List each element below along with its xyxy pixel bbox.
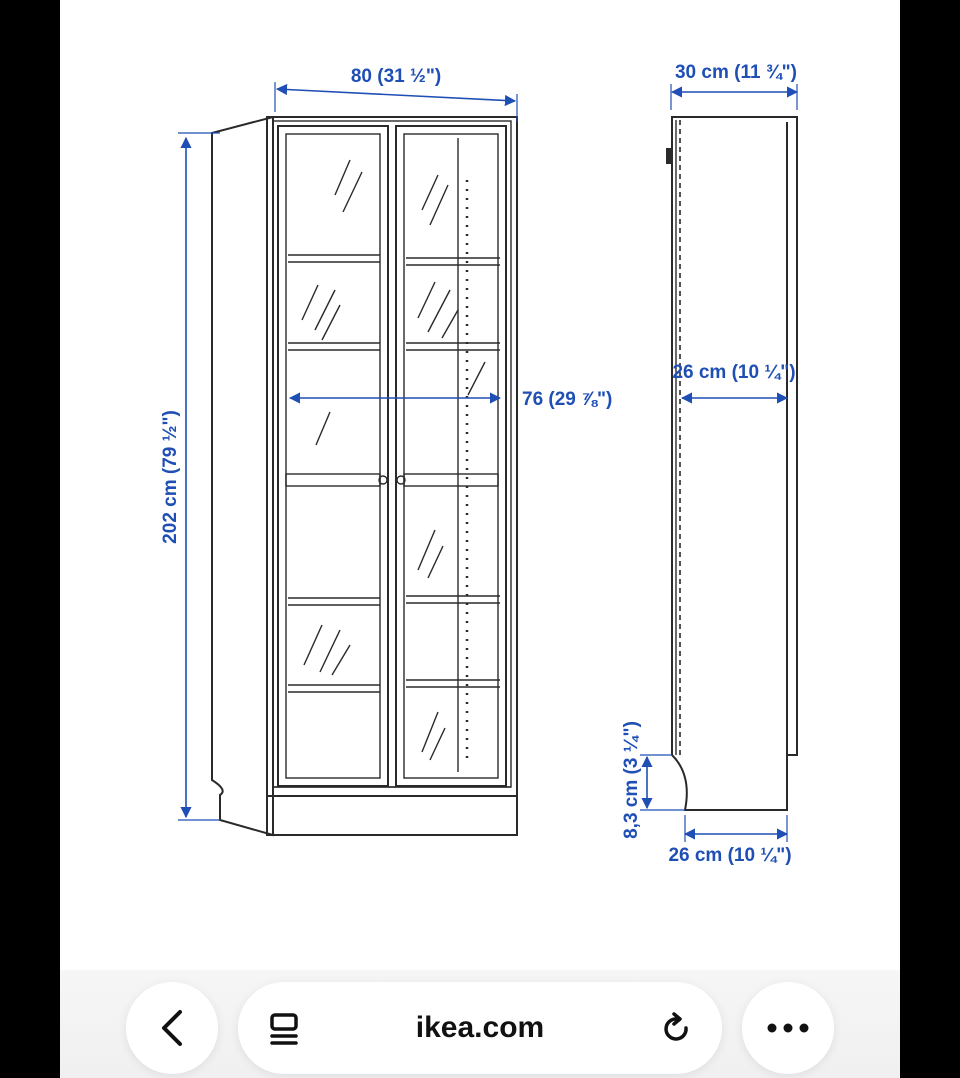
side-depth-middle-dimension: 26 cm (10 ¼") [672,362,796,404]
front-width-label: 80 (31 ½") [351,66,441,87]
front-width-dimension: 80 (31 ½") [274,66,518,122]
address-text[interactable]: ikea.com [415,1011,545,1044]
chevron-left-icon [162,1010,182,1046]
more-button[interactable] [742,982,834,1074]
product-dimension-diagram: 80 (31 ½") 202 cm (79 ½") 76 (29 ⅞") 30 … [160,62,799,866]
address-bar[interactable]: ikea.com [238,982,722,1074]
browser-toolbar: ikea.com [60,970,900,1078]
more-dots-icon [767,1023,809,1033]
back-button[interactable] [126,982,218,1074]
front-view-cabinet [211,115,518,837]
front-height-label: 202 cm (79 ½") [160,410,181,544]
side-depth-bottom-label: 26 cm (10 ¼") [668,845,791,866]
front-height-dimension: 202 cm (79 ½") [160,132,220,821]
side-depth-top-dimension: 30 cm (11 ¾") [670,62,799,110]
reload-icon[interactable] [660,1012,694,1046]
side-depth-top-label: 30 cm (11 ¾") [675,62,797,83]
screenshot-page: 80 (31 ½") 202 cm (79 ½") 76 (29 ⅞") 30 … [60,0,900,1078]
side-depth-bottom-dimension: 26 cm (10 ¼") [668,815,792,866]
plinth-height-label: 8,3 cm (3 ¼") [621,721,642,839]
reader-mode-icon[interactable] [268,1012,302,1046]
side-depth-middle-label: 26 cm (10 ¼") [672,362,795,383]
plinth-height-dimension: 8,3 cm (3 ¼") [621,721,685,839]
inner-width-dimension: 76 (29 ⅞") [288,389,612,410]
inner-width-label: 76 (29 ⅞") [522,389,612,410]
side-view-cabinet [666,116,798,811]
